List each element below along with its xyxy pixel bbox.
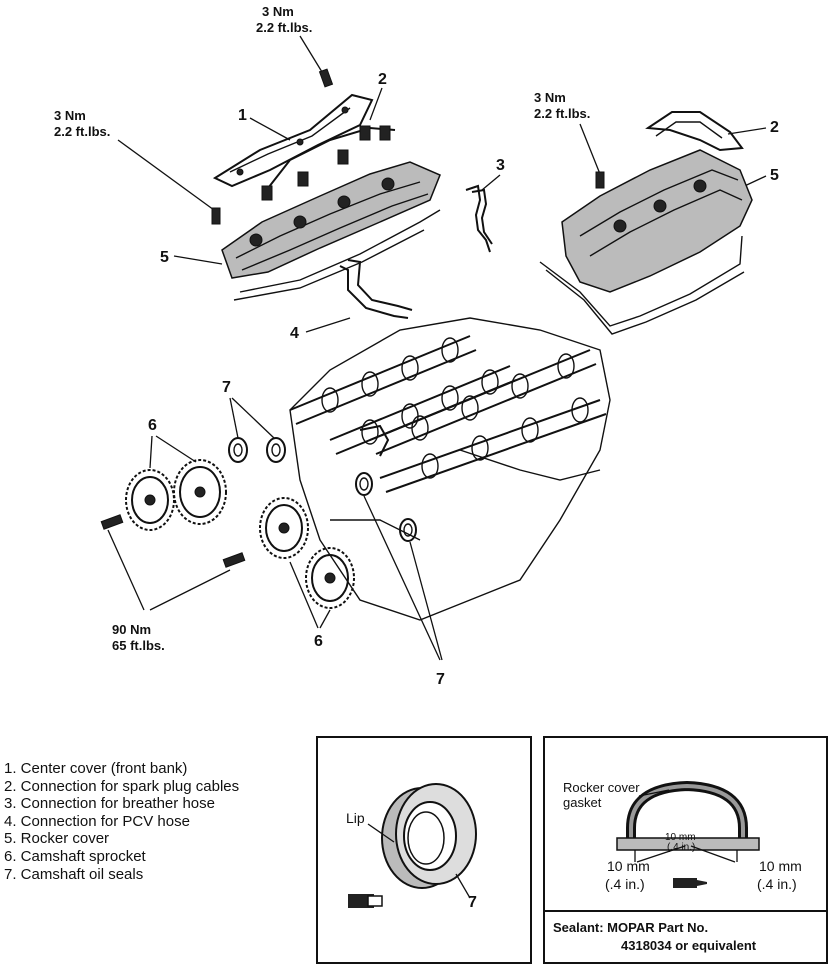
rocker-cover-gasket-inset: Rocker cover gasket 10 mm (.4 in.) 10 mm… bbox=[543, 736, 828, 964]
center-cover-front-bank bbox=[212, 93, 374, 188]
callout-1: 1 bbox=[238, 107, 247, 124]
camshaft-oil-seals-front bbox=[228, 437, 286, 463]
callout-7-bottom: 7 bbox=[436, 671, 445, 688]
torque-sprocket-nm: 90 Nm bbox=[112, 622, 151, 637]
breather-hose-connection bbox=[465, 184, 491, 253]
pcv-hose-connection bbox=[347, 259, 413, 311]
bolt-rocker-cover-left bbox=[211, 207, 221, 225]
inner-dim-line-1: 10 mm bbox=[665, 832, 696, 843]
sealant-line-2: 4318034 or equivalent bbox=[621, 938, 757, 953]
bolt-center-cover bbox=[318, 68, 334, 88]
gasket-label-line-2: gasket bbox=[563, 795, 602, 810]
rocker-cover-front-bank bbox=[221, 161, 441, 301]
callout-2-left: 2 bbox=[378, 71, 387, 88]
callout-2-right: 2 bbox=[770, 119, 779, 136]
sealant-spec: Sealant: MOPAR Part No. 4318034 or equiv… bbox=[545, 910, 826, 962]
camshaft-front-1 bbox=[289, 335, 477, 425]
dim-left-in: (.4 in.) bbox=[605, 876, 645, 892]
torque-sprocket-ftlbs: 65 ft.lbs. bbox=[112, 638, 165, 653]
dim-left-mm: 10 mm bbox=[607, 858, 650, 874]
callout-7-inset: 7 bbox=[468, 894, 477, 911]
torque-top-nm: 3 Nm bbox=[262, 4, 294, 19]
callout-5-left: 5 bbox=[160, 249, 169, 266]
engine-block bbox=[289, 317, 611, 621]
torque-left-nm: 3 Nm bbox=[54, 108, 86, 123]
sealant-line-1: Sealant: MOPAR Part No. bbox=[553, 920, 709, 935]
callout-7-top: 7 bbox=[222, 379, 231, 396]
camshaft-oil-seals-rear bbox=[355, 472, 417, 542]
legend-item: 3. Connection for breather hose bbox=[4, 795, 215, 813]
torque-right-ftlbs: 2.2 ft.lbs. bbox=[534, 106, 590, 121]
callout-6-left: 6 bbox=[148, 417, 157, 434]
oil-seal-drawing bbox=[381, 783, 477, 889]
legend-item: 7. Camshaft oil seals bbox=[4, 865, 144, 883]
camshaft-front-2 bbox=[329, 365, 517, 455]
legend-item: 4. Connection for PCV hose bbox=[4, 812, 190, 830]
callout-3: 3 bbox=[496, 157, 505, 174]
gasket-label-line-1: Rocker cover bbox=[563, 780, 640, 795]
dim-right-in: (.4 in.) bbox=[757, 876, 797, 892]
seal-lip-label: Lip bbox=[346, 810, 365, 826]
bolt-rocker-cover-right bbox=[595, 171, 605, 189]
sprocket-bolts bbox=[100, 514, 246, 568]
callout-5-right: 5 bbox=[770, 167, 779, 184]
oil-seal-detail-inset: Lip 7 bbox=[316, 736, 532, 964]
legend-item: 5. Rocker cover bbox=[4, 830, 110, 848]
camshaft-rear-2 bbox=[379, 397, 607, 493]
torque-top-ftlbs: 2.2 ft.lbs. bbox=[256, 20, 312, 35]
camshaft-sprockets-front-bank bbox=[125, 459, 227, 531]
sealant-tube bbox=[673, 878, 707, 888]
gasket-arch-drawing bbox=[616, 780, 760, 851]
seal-installer-tool bbox=[348, 894, 383, 908]
rocker-cover-rear-bank bbox=[539, 111, 753, 335]
camshaft-rear-1 bbox=[369, 349, 597, 455]
callout-6-right: 6 bbox=[314, 633, 323, 650]
legend-item: 6. Camshaft sprocket bbox=[4, 847, 146, 865]
spark-plug-connections-left bbox=[261, 125, 396, 201]
legend-item: 1. Center cover (front bank) bbox=[4, 760, 188, 777]
callout-4: 4 bbox=[290, 325, 299, 342]
inner-dim-line-2: (.4 in.) bbox=[667, 842, 696, 853]
dim-right-mm: 10 mm bbox=[759, 858, 802, 874]
legend-item: 2. Connection for spark plug cables bbox=[4, 777, 240, 795]
torque-right-nm: 3 Nm bbox=[534, 90, 566, 105]
parts-legend: 1. Center cover (front bank) 2. Connecti… bbox=[4, 760, 239, 883]
torque-left-ftlbs: 2.2 ft.lbs. bbox=[54, 124, 110, 139]
camshaft-sprockets-rear-bank bbox=[259, 497, 355, 609]
